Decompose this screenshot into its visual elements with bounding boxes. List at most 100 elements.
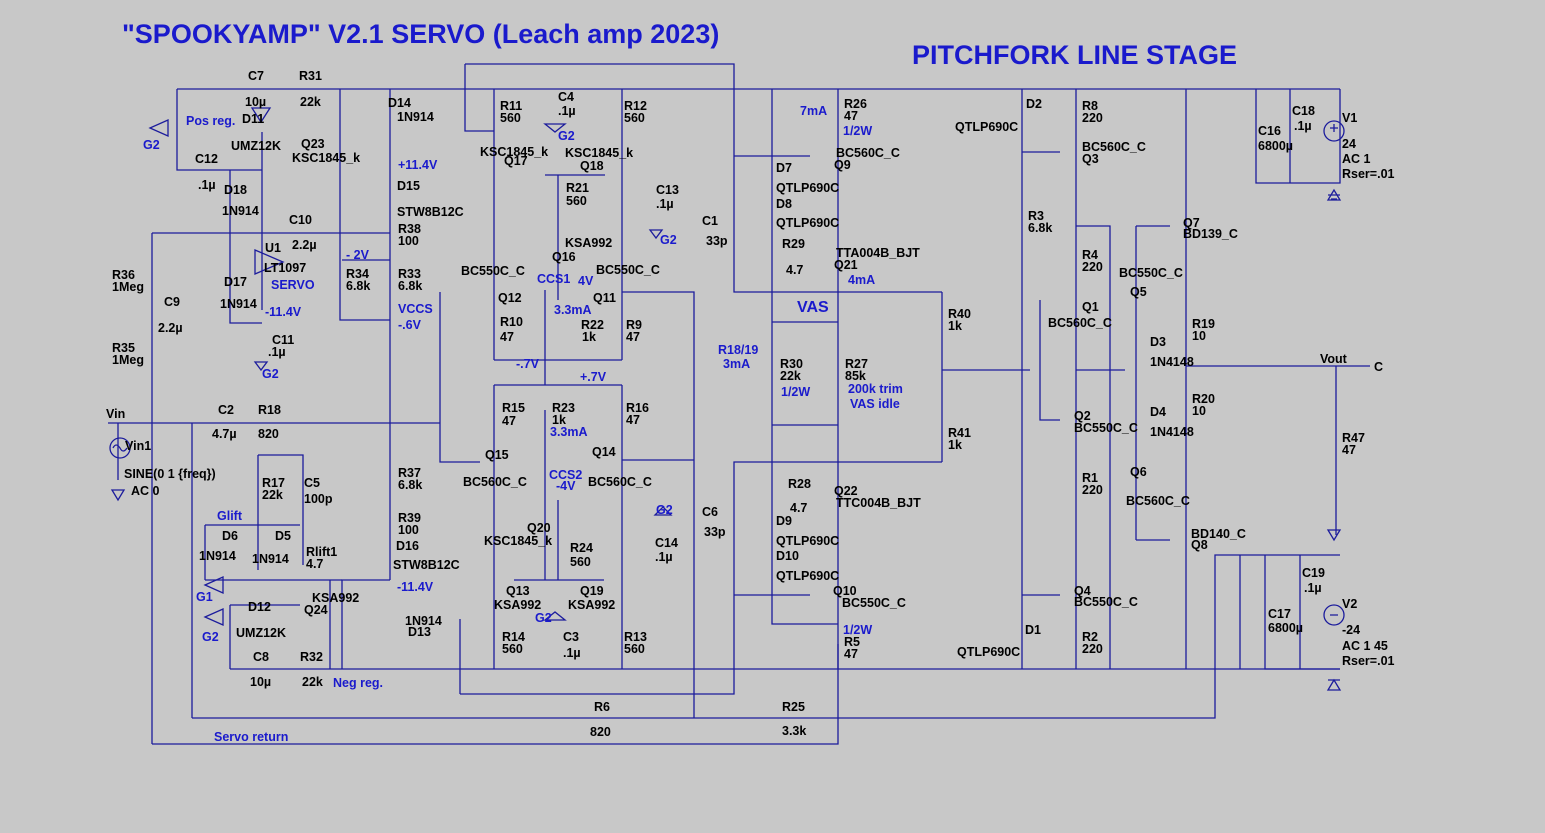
label-R1-value: 220 [1082,483,1103,497]
label-D1-part: QTLP690C [957,645,1020,659]
label-Q18: Q18 [580,159,604,173]
label-R33: R33 [398,267,421,281]
label-R28-value: 4.7 [790,501,807,515]
label-D15-part: STW8B12C [397,205,464,219]
label-V2-value: -24 [1342,623,1360,637]
label-C10-value: 2.2µ [292,238,317,252]
label-R18-in-value: 820 [258,427,279,441]
label-C19: C19 [1302,566,1325,580]
label-R9: R9 [626,318,642,332]
label-Q1-part: BC560C_C [1048,316,1112,330]
label-C13: C13 [656,183,679,197]
label-vin1-source: SINE(0 1 {freq}) [124,467,216,481]
label-D6: D6 [222,529,238,543]
label-R30-value: 22k [780,369,801,383]
label-vin1: Vin1 [125,439,151,453]
label-C8: C8 [253,650,269,664]
schematic-subtitle: PITCHFORK LINE STAGE [912,40,1237,70]
label-G2-f: G2 [202,630,219,644]
label-R15-value: 47 [502,414,516,428]
label-ccs1: CCS1 [537,272,570,286]
label-R32: R32 [300,650,323,664]
label-r18-19: R18/19 [718,343,758,357]
label-R13: R13 [624,630,647,644]
label-rlift1-value: 4.7 [306,557,323,571]
label-Q13: Q13 [506,584,530,598]
label-R35-value: 1Meg [112,353,144,367]
label-minus-0v7: -.7V [516,357,540,371]
label-pos-reg: Pos reg. [186,114,235,128]
label-G2-c: G2 [558,129,575,143]
label-G1: G1 [196,590,213,604]
label-Q3-part: BC560C_C [1082,140,1146,154]
label-Q21: Q21 [834,258,858,272]
label-D16-part: STW8B12C [393,558,460,572]
label-R24-value: 560 [570,555,591,569]
label-Q22: Q22 [834,484,858,498]
label-D3-part: 1N4148 [1150,355,1194,369]
label-C1: C1 [702,214,718,228]
label-vout-node: C [1374,360,1383,374]
label-V1-rser: Rser=.01 [1342,167,1395,181]
label-C7-value: 10µ [245,95,266,109]
label-ccs1-volts: 4V [578,274,594,288]
label-R19-value: 10 [1192,329,1206,343]
label-R21-value: 560 [566,194,587,208]
label-C2: C2 [218,403,234,417]
label-R47: R47 [1342,431,1365,445]
label-R15: R15 [502,401,525,415]
label-R8: R8 [1082,99,1098,113]
label-C1-value: 33p [706,234,728,248]
label-C18: C18 [1292,104,1315,118]
label-C16: C16 [1258,124,1281,138]
label-R18-in: R18 [258,403,281,417]
label-G2-d: G2 [660,233,677,247]
schematic-title: "SPOOKYAMP" V2.1 SERVO (Leach amp 2023) [122,19,719,49]
label-vas-idle: VAS idle [850,397,900,411]
label-D17: D17 [224,275,247,289]
label-ccs1-current: 3.3mA [554,303,592,317]
label-Q4-part: BC550C_C [1074,595,1138,609]
label-Q13-part: KSA992 [494,598,541,612]
label-U1: U1 [265,241,281,255]
label-C14-value: .1µ [655,550,673,564]
label-R36: R36 [112,268,135,282]
label-Q9-part: BC560C_C [836,146,900,160]
label-plus-0v7: +.7V [580,370,607,384]
label-U1-part: LT1097 [264,261,306,275]
label-R8-value: 220 [1082,111,1103,125]
label-C12: C12 [195,152,218,166]
label-R2-value: 220 [1082,642,1103,656]
label-R14-value: 560 [502,642,523,656]
label-R28: R28 [788,477,811,491]
label-R4: R4 [1082,248,1098,262]
label-Q20-part: KSC1845_k [484,534,552,548]
label-D13: D13 [408,625,431,639]
label-Q7-part: BD139_C [1183,227,1238,241]
label-D10-part: QTLP690C [776,569,839,583]
label-R39: R39 [398,511,421,525]
label-R2: R2 [1082,630,1098,644]
label-servo-return: Servo return [214,730,288,744]
label-D5: D5 [275,529,291,543]
label-C9-value: 2.2µ [158,321,183,335]
label-R25: R25 [782,700,805,714]
label-D5-part: 1N914 [252,552,289,566]
label-D14-part: 1N914 [397,110,434,124]
label-R39-value: 100 [398,523,419,537]
label-V2-ac: AC 1 45 [1342,639,1388,653]
label-D14: D14 [388,96,411,110]
label-R47-value: 47 [1342,443,1356,457]
label-D8-part: QTLP690C [776,216,839,230]
label-C18-value: .1µ [1294,119,1312,133]
label-Q16-part: KSA992 [565,236,612,250]
label-R38-value: 100 [398,234,419,248]
label-R37-value: 6.8k [398,478,422,492]
label-R35: R35 [112,341,135,355]
label-C11-value: .1µ [268,345,286,359]
label-R11: R11 [500,99,522,113]
label-R34: R34 [346,267,369,281]
label-V1-ac: AC 1 [1342,152,1371,166]
label-R16: R16 [626,401,649,415]
label-R6-value: 820 [590,725,611,739]
